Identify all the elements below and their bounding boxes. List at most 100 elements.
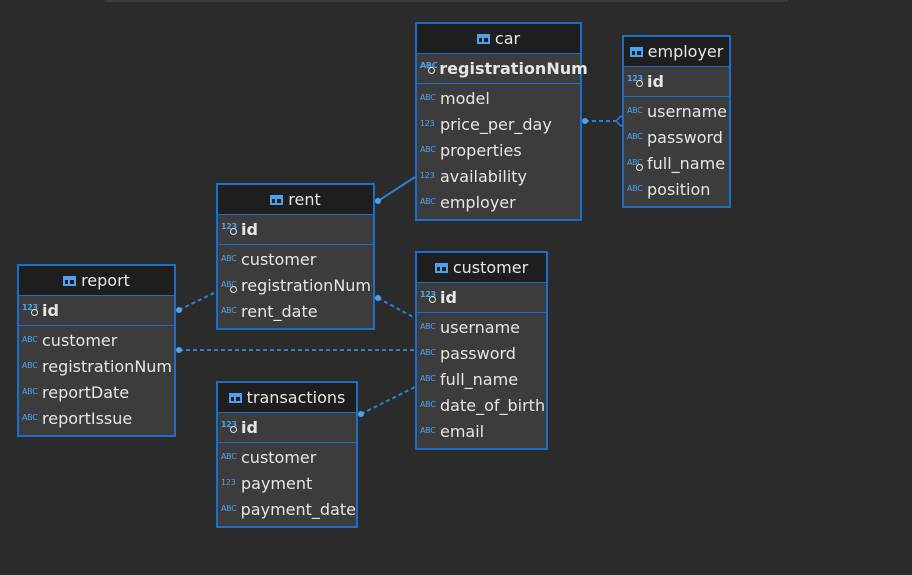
- link-car-employer-dot: [582, 118, 588, 124]
- link-report-customer-dot: [176, 347, 182, 353]
- column-row[interactable]: 123 payment: [218, 470, 356, 496]
- column-label: reportDate: [42, 382, 130, 402]
- column-row[interactable]: ABC properties: [417, 137, 580, 163]
- column-row[interactable]: ABC customer: [19, 327, 174, 353]
- table-icon: [629, 46, 643, 57]
- entity-report-header[interactable]: report: [19, 266, 174, 296]
- column-row[interactable]: ABC date_of_birth: [417, 392, 546, 418]
- entity-car-header[interactable]: car: [417, 24, 580, 54]
- entity-employer-pk[interactable]: 123 id: [624, 67, 729, 97]
- top-toolbar-strip: [105, 0, 788, 2]
- entity-transactions-title: transactions: [246, 388, 346, 407]
- entity-car-title: car: [494, 29, 521, 48]
- numeric-icon: 123: [420, 119, 435, 128]
- abc-icon: ABC: [221, 504, 237, 513]
- column-label: id: [647, 72, 664, 91]
- entity-transactions-pk[interactable]: 123 id: [218, 413, 356, 443]
- column-row[interactable]: 123 price_per_day: [417, 111, 580, 137]
- entity-employer-header[interactable]: employer: [624, 37, 729, 67]
- abc-icon: ABC: [627, 132, 643, 141]
- numeric-icon: 123: [221, 478, 236, 487]
- column-row[interactable]: ABC registrationNum: [19, 353, 174, 379]
- link-report-rent[interactable]: [178, 291, 217, 311]
- column-label: registrationNum: [42, 356, 173, 376]
- entity-customer-title: customer: [452, 258, 529, 277]
- table-icon: [270, 194, 284, 205]
- link-report-rent-dot: [176, 307, 182, 313]
- entity-transactions-header[interactable]: transactions: [218, 383, 356, 413]
- column-label: id: [42, 301, 59, 320]
- column-label: id: [241, 418, 258, 437]
- numeric-key-icon: 123: [22, 303, 40, 316]
- column-label: position: [647, 179, 711, 199]
- column-label: id: [440, 288, 457, 307]
- abc-icon: ABC: [420, 145, 436, 154]
- entity-car-pk[interactable]: ABC registrationNum: [417, 54, 588, 84]
- entity-customer-header[interactable]: customer: [417, 253, 546, 283]
- abc-key-icon: ABC: [627, 158, 645, 171]
- entity-rent-title: rent: [288, 190, 321, 209]
- abc-icon: ABC: [627, 184, 643, 193]
- numeric-icon: 123: [420, 171, 435, 180]
- entity-report-pk[interactable]: 123 id: [19, 296, 174, 326]
- abc-icon: ABC: [420, 374, 436, 383]
- abc-icon: ABC: [22, 361, 38, 370]
- numeric-key-icon: 123: [420, 290, 438, 303]
- entity-rent-header[interactable]: rent: [218, 185, 373, 215]
- link-rent-customer[interactable]: [377, 297, 416, 319]
- link-rent-car[interactable]: [377, 176, 416, 202]
- column-label: model: [440, 88, 490, 108]
- abc-icon: ABC: [627, 106, 643, 115]
- column-label: price_per_day: [440, 114, 552, 134]
- entity-report[interactable]: report 123 id ABC customer ABC registratio…: [17, 264, 176, 437]
- column-label: customer: [42, 330, 118, 350]
- abc-icon: ABC: [420, 400, 436, 409]
- column-label: customer: [241, 447, 317, 467]
- table-icon: [63, 275, 77, 286]
- column-label: email: [440, 421, 485, 441]
- column-label: full_name: [647, 153, 726, 173]
- column-label: id: [241, 220, 258, 239]
- column-row[interactable]: ABC position: [624, 176, 729, 202]
- abc-icon: ABC: [22, 335, 38, 344]
- entity-customer-pk[interactable]: 123 id: [417, 283, 546, 313]
- column-label: payment: [241, 473, 313, 493]
- column-row[interactable]: ABC password: [624, 124, 729, 150]
- column-label: password: [647, 127, 723, 147]
- column-label: properties: [440, 140, 522, 160]
- abc-icon: ABC: [420, 197, 436, 206]
- entity-rent-pk[interactable]: 123 id: [218, 215, 373, 245]
- column-label: date_of_birth: [440, 395, 546, 415]
- link-transactions-customer-dot: [358, 411, 364, 417]
- abc-icon: ABC: [420, 322, 436, 331]
- entity-report-title: report: [81, 271, 130, 290]
- link-transactions-customer[interactable]: [360, 386, 416, 415]
- abc-icon: ABC: [221, 254, 237, 263]
- entity-employer-title: employer: [647, 42, 724, 61]
- table-icon: [476, 33, 490, 44]
- column-label: reportIssue: [42, 408, 133, 428]
- abc-icon: ABC: [420, 348, 436, 357]
